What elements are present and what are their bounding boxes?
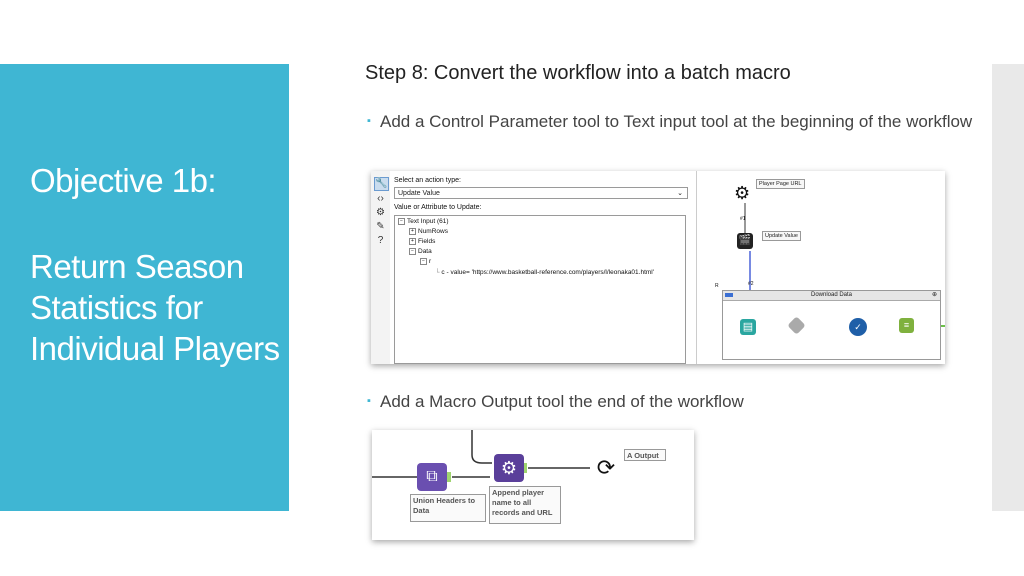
container-title: Download Data bbox=[810, 292, 853, 298]
action-tool-icon[interactable]: 🎬 bbox=[737, 233, 753, 249]
step-title: Step 8: Convert the workflow into a batc… bbox=[365, 62, 791, 84]
collapse-icon[interactable] bbox=[725, 293, 733, 297]
connection-lines bbox=[372, 430, 590, 482]
tree-toggle[interactable]: − bbox=[420, 258, 427, 265]
tree-node-label: Data bbox=[418, 248, 432, 256]
macro-output-icon[interactable]: ⟳ bbox=[596, 455, 616, 480]
player-url-annotation: Player Page URL bbox=[756, 179, 805, 189]
union-tool-icon[interactable]: ⧉ bbox=[417, 463, 447, 491]
tree-node-label: Text Input (61) bbox=[407, 218, 449, 226]
action-type-value: Update Value bbox=[398, 190, 440, 197]
output-annotation: A Output bbox=[624, 449, 666, 461]
bullet-text: Add a Control Parameter tool to Text inp… bbox=[380, 112, 973, 131]
chevron-down-icon: ⌄ bbox=[677, 190, 683, 197]
macro-output-screenshot: ⧉ ⚙ ⟳ Union Headers to Data Append playe… bbox=[372, 430, 694, 540]
container-header[interactable]: Download Data ⊕ bbox=[723, 291, 940, 301]
bullet-text: Add a Macro Output tool the end of the w… bbox=[380, 392, 744, 411]
action-tool-screenshot: 🔧 ‹› ⚙ ✎ ? Select an action type: Update… bbox=[371, 171, 945, 364]
tree-node-label: NumRows bbox=[418, 228, 448, 236]
workflow-canvas[interactable]: ⚙ Player Page URL #1 🎬 Update Value R #2… bbox=[697, 171, 945, 364]
select-icon[interactable]: ≡ bbox=[899, 318, 914, 333]
tree-node-label: c - value= 'https://www.basketball-refer… bbox=[441, 269, 654, 276]
attribute-label: Value or Attribute to Update: bbox=[394, 204, 482, 211]
bullet-dot-icon: ▪ bbox=[367, 115, 371, 127]
r-badge: R bbox=[715, 283, 719, 289]
title-panel bbox=[0, 64, 289, 511]
connector-label: #1 bbox=[740, 216, 746, 222]
configuration-panel: Select an action type: Update Value ⌄ Va… bbox=[390, 171, 697, 364]
tree-branch-icon: └ bbox=[435, 269, 442, 276]
gear-icon[interactable]: ⚙ bbox=[376, 207, 385, 218]
attribute-tree: −Text Input (61) +NumRows +Fields −Data … bbox=[394, 215, 686, 364]
formula-icon[interactable]: ✓ bbox=[849, 318, 867, 336]
tree-node[interactable]: +Fields bbox=[409, 238, 435, 245]
tree-toggle[interactable]: + bbox=[409, 228, 416, 235]
code-icon[interactable]: ‹› bbox=[377, 193, 384, 204]
tree-node-selected[interactable]: └ c - value= 'https://www.basketball-ref… bbox=[435, 269, 654, 276]
tag-icon[interactable]: ✎ bbox=[376, 221, 385, 232]
expand-icon[interactable]: ⊕ bbox=[931, 292, 937, 298]
bullet-dot-icon: ▪ bbox=[367, 395, 371, 407]
append-annotation: Append player name to all records and UR… bbox=[489, 486, 561, 524]
tree-node[interactable]: +NumRows bbox=[409, 228, 448, 235]
append-fields-icon[interactable]: ⚙ bbox=[494, 454, 524, 482]
output-anchor bbox=[521, 463, 527, 473]
help-icon[interactable]: ? bbox=[377, 235, 384, 246]
right-edge-bar bbox=[992, 64, 1024, 511]
tree-node[interactable]: −Data bbox=[409, 248, 432, 255]
objective-heading: Objective 1b: bbox=[30, 162, 217, 199]
tree-node[interactable]: −r bbox=[420, 258, 431, 265]
update-value-annotation: Update Value bbox=[762, 231, 801, 241]
tree-node[interactable]: −Text Input (61) bbox=[398, 218, 449, 225]
tree-node-label: Fields bbox=[418, 238, 436, 246]
connector-line bbox=[471, 430, 492, 464]
control-parameter-icon[interactable]: ⚙ bbox=[734, 183, 751, 203]
output-anchor bbox=[445, 472, 451, 482]
union-annotation: Union Headers to Data bbox=[410, 494, 486, 522]
tree-node-label: r bbox=[429, 258, 432, 266]
connector-label: #2 bbox=[748, 281, 754, 287]
action-type-select[interactable]: Update Value ⌄ bbox=[394, 187, 688, 199]
text-input-icon[interactable]: ▤ bbox=[740, 319, 756, 335]
tree-toggle[interactable]: − bbox=[409, 248, 416, 255]
action-type-label: Select an action type: bbox=[394, 177, 461, 184]
config-toolbar: 🔧 ‹› ⚙ ✎ ? bbox=[371, 171, 391, 364]
objective-subtitle: Return Season Statistics for Individual … bbox=[30, 248, 280, 367]
wrench-icon[interactable]: 🔧 bbox=[374, 177, 389, 191]
tree-toggle[interactable]: + bbox=[409, 238, 416, 245]
tree-toggle[interactable]: − bbox=[398, 218, 405, 225]
